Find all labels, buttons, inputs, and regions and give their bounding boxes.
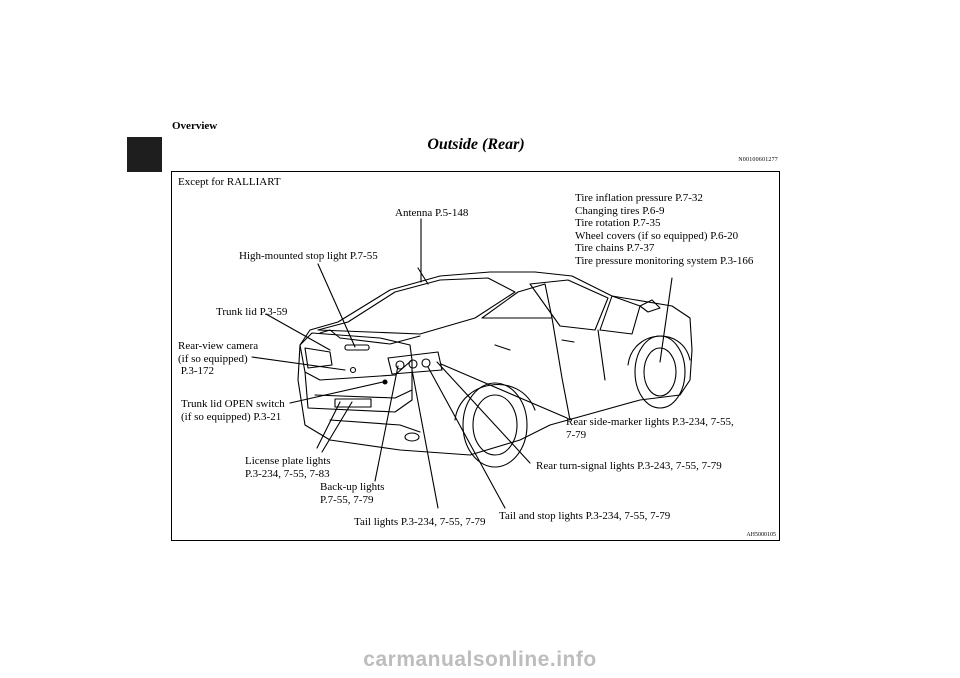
label-tire-info: Tire inflation pressure P.7-32 Changing …: [575, 192, 754, 267]
section-header: Overview: [172, 120, 218, 132]
watermark: carmanualsonline.info: [363, 648, 597, 671]
page-title: Outside (Rear): [427, 136, 525, 153]
label-rear-side-marker-lights: Rear side-marker lights P.3-234, 7-55, 7…: [566, 416, 734, 441]
figure-id: AH5000105: [746, 532, 776, 538]
label-license-plate-lights: License plate lights P.3-234, 7-55, 7-83: [245, 455, 331, 480]
label-tail-and-stop-lights: Tail and stop lights P.3-234, 7-55, 7-79: [499, 510, 671, 522]
label-antenna: Antenna P.5-148: [395, 207, 469, 219]
document-id: N00100601277: [738, 157, 778, 163]
label-tail-lights: Tail lights P.3-234, 7-55, 7-79: [354, 516, 486, 528]
label-high-mounted-stop-light: High-mounted stop light P.7-55: [239, 250, 378, 262]
label-trunk-lid: Trunk lid P.3-59: [216, 306, 288, 318]
section-tab-marker: [127, 137, 162, 172]
label-backup-lights: Back-up lights P.7-55, 7-79: [320, 481, 385, 506]
label-rear-turn-signal-lights: Rear turn-signal lights P.3-243, 7-55, 7…: [536, 460, 722, 472]
label-rear-view-camera: Rear-view camera (if so equipped) P.3-17…: [178, 340, 259, 377]
figure-frame: [171, 171, 780, 541]
figure-caption: Except for RALLIART: [178, 176, 281, 188]
label-trunk-lid-open-switch: Trunk lid OPEN switch (if so equipped) P…: [181, 398, 285, 423]
